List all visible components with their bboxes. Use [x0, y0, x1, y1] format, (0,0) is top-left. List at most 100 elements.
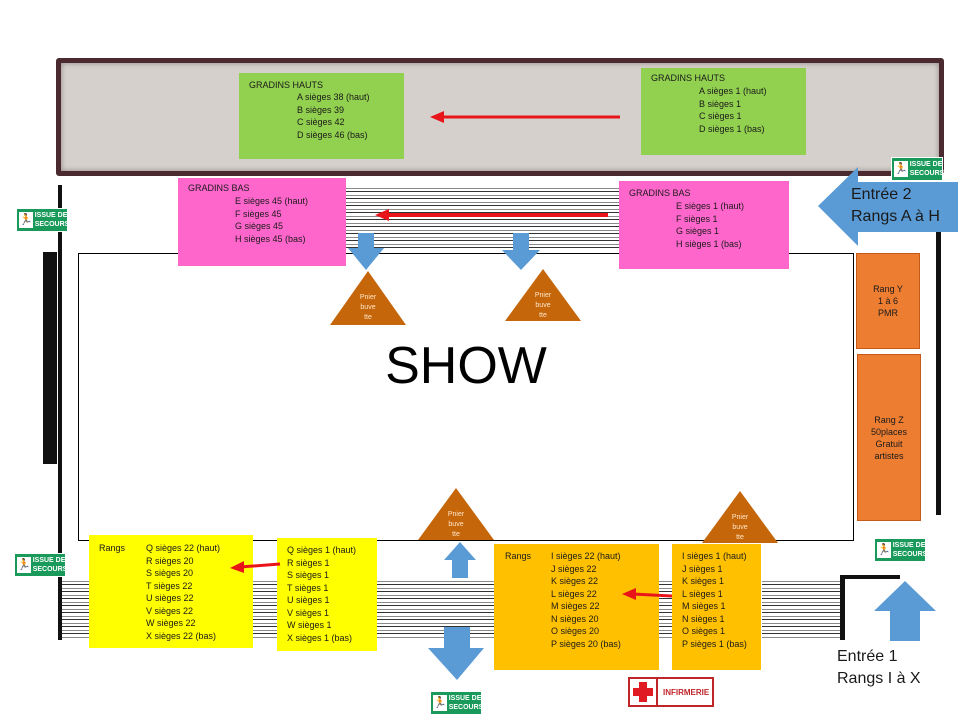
row: W sièges 1	[287, 620, 332, 630]
row: D sièges 46 (bas)	[297, 129, 368, 140]
rang-z-box: Rang Z 50places Gratuit artistes	[857, 354, 921, 521]
row: G sièges 45	[235, 221, 284, 231]
gradins-bas-right-box: GRADINS BAS E sièges 1 (haut) F sièges 1…	[619, 181, 789, 269]
row: R sièges 20	[146, 555, 194, 566]
red-arrow-icon	[230, 561, 281, 573]
rangs-i-p-right-box: I sièges 1 (haut) J sièges 1 K sièges 1 …	[672, 544, 761, 670]
row: X sièges 1 (bas)	[287, 632, 353, 643]
row: J sièges 1	[682, 563, 723, 574]
row: N sièges 1	[682, 613, 725, 624]
red-arrow-icon	[375, 209, 608, 221]
row: G sièges 1	[676, 226, 720, 236]
row: I sièges 1 (haut)	[682, 551, 747, 561]
wall-left	[58, 185, 62, 640]
row: C sièges 1	[699, 111, 742, 121]
wall-left-block	[43, 252, 57, 464]
box-title: Rangs	[99, 543, 126, 553]
row: B sièges 39	[297, 104, 345, 115]
entrance-1-label: Entrée 1 Rangs I à X	[837, 646, 921, 690]
box-title: GRADINS BAS	[629, 188, 691, 198]
entrance-2-arrow-icon	[818, 167, 958, 246]
row: B sièges 1	[699, 98, 742, 109]
seating-rows-bottom-mid2	[376, 578, 494, 640]
row-list: I sièges 1 (haut) J sièges 1 K sièges 1 …	[682, 550, 747, 650]
row-list: A sièges 38 (haut) B sièges 39 C sièges …	[297, 91, 370, 141]
entrance-1-line: Rangs I à X	[837, 670, 921, 687]
seating-rows-bottom-mid3	[658, 578, 672, 640]
seating-rows-top	[345, 185, 620, 251]
row: N sièges 20	[551, 613, 599, 624]
row: F sièges 45	[235, 208, 282, 219]
wall-bottom-right-top	[845, 575, 900, 579]
rang-y-line: PMR	[878, 308, 898, 318]
blue-arrow-up-icon	[444, 542, 476, 578]
red-cross-icon	[630, 679, 658, 705]
red-arrow-icon	[430, 111, 620, 123]
rang-y-line: Rang Y	[873, 284, 903, 294]
seating-rows-bottom-mid1	[250, 578, 278, 640]
box-title: GRADINS HAUTS	[249, 80, 324, 90]
triangle-icon	[702, 491, 778, 543]
triangle-icon	[330, 271, 406, 325]
rangs-i-p-left-box: Rangs I sièges 22 (haut) J sièges 22 K s…	[494, 544, 659, 670]
row-list: A sièges 1 (haut) B sièges 1 C sièges 1 …	[699, 85, 767, 135]
row: S sièges 1	[287, 570, 330, 580]
row-list: Q sièges 1 (haut) R sièges 1 S sièges 1 …	[287, 544, 356, 644]
row: S sièges 20	[146, 568, 194, 578]
entrance-1-line: Entrée 1	[837, 648, 898, 665]
row-list: Q sièges 22 (haut) R sièges 20 S sièges …	[146, 542, 220, 642]
box-title: GRADINS HAUTS	[651, 73, 726, 83]
entrance-2-line: Rangs A à H	[851, 208, 940, 225]
box-title: GRADINS BAS	[188, 183, 250, 193]
rangs-q-x-left-box: Rangs Q sièges 22 (haut) R sièges 20 S s…	[89, 535, 253, 648]
row: A sièges 1 (haut)	[699, 86, 767, 96]
entrance-2-label: Entrée 2 Rangs A à H	[851, 184, 940, 228]
row: Q sièges 22 (haut)	[146, 543, 221, 553]
red-arrow-icon	[622, 588, 673, 600]
row: U sièges 22	[146, 593, 194, 603]
row: X sièges 22 (bas)	[146, 630, 217, 641]
row: H sièges 1 (bas)	[676, 238, 742, 249]
stage-label: SHOW	[385, 337, 547, 395]
row: L sièges 22	[551, 588, 597, 599]
row: I sièges 22 (haut)	[551, 551, 621, 561]
row: M sièges 22	[551, 601, 600, 611]
row-list: E sièges 45 (haut) F sièges 45 G sièges …	[235, 195, 308, 245]
rangs-q-x-right-box: Q sièges 1 (haut) R sièges 1 S sièges 1 …	[277, 538, 377, 651]
row: W sièges 22	[146, 618, 196, 628]
row: V sièges 1	[287, 607, 330, 618]
triangle-icon	[418, 488, 494, 540]
row: V sièges 22	[146, 605, 194, 616]
rang-z-line: 50places	[870, 426, 908, 437]
infirmary-label: INFIRMERIE	[663, 687, 710, 697]
row: K sièges 22	[551, 576, 599, 586]
gradins-hauts-left-box: GRADINS HAUTS A sièges 38 (haut) B siège…	[239, 73, 404, 159]
wall-bottom-right	[840, 575, 845, 640]
box-title: Rangs	[505, 551, 532, 561]
row: Q sièges 1 (haut)	[287, 545, 357, 555]
row: O sièges 1	[682, 626, 726, 636]
blue-arrow-down-icon	[428, 627, 484, 680]
running-man-icon: 🏃	[17, 557, 31, 573]
seating-rows-bottom-left	[62, 578, 92, 640]
blue-arrow-down-icon	[348, 233, 384, 270]
row: E sièges 45 (haut)	[235, 196, 309, 206]
running-man-icon: 🏃	[19, 212, 33, 228]
row: R sièges 1	[287, 557, 330, 568]
row: A sièges 38 (haut)	[297, 92, 370, 102]
row: F sièges 1	[676, 213, 718, 224]
wall-right	[936, 185, 941, 515]
running-man-icon: 🏃	[433, 695, 447, 711]
row: C sièges 42	[297, 117, 345, 127]
row: L sièges 1	[682, 588, 723, 599]
row: D sièges 1 (bas)	[699, 123, 765, 134]
